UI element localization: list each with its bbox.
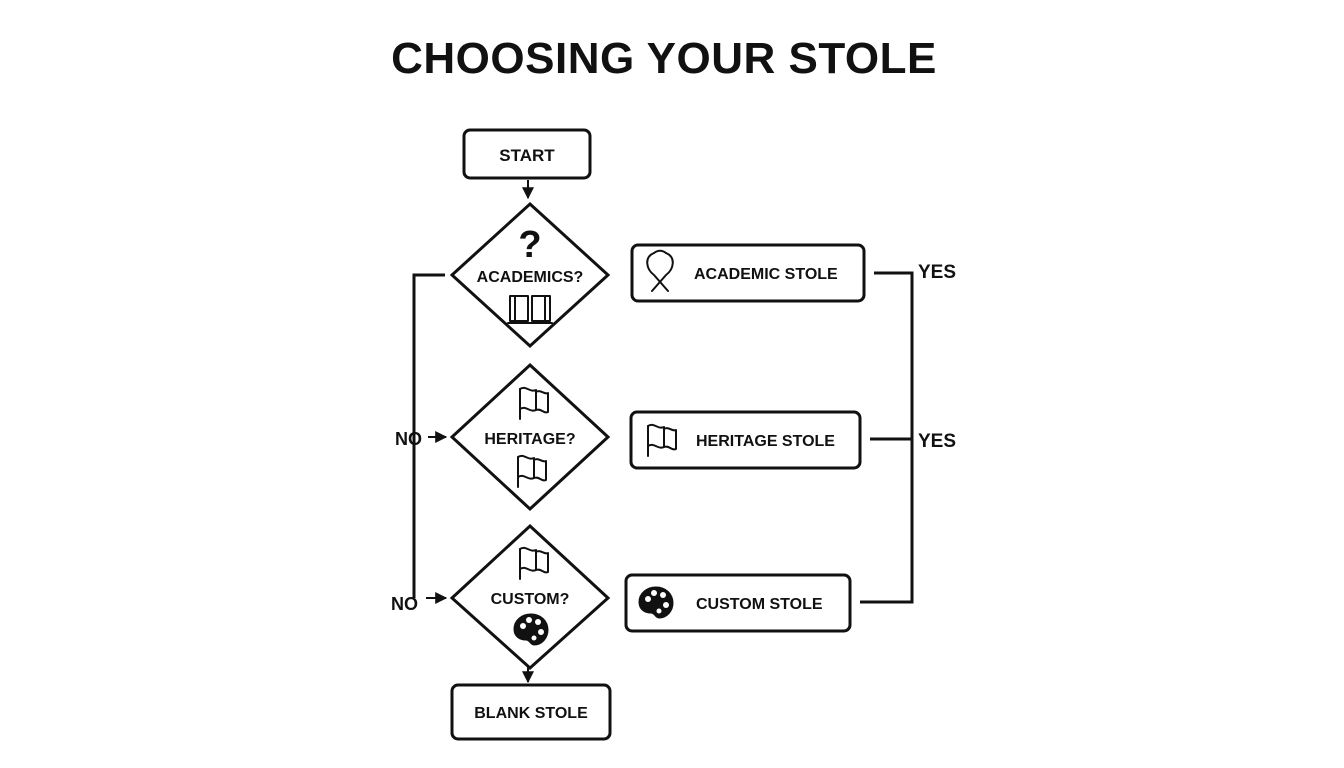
decision-custom[interactable]: CUSTOM? bbox=[449, 523, 611, 671]
yes-label-heritage: YES bbox=[918, 431, 956, 452]
outcome-heritage-stole[interactable]: HERITAGE STOLE bbox=[629, 410, 862, 470]
no-branch-line bbox=[412, 273, 445, 598]
decision-label-academics: ACADEMICS? bbox=[477, 269, 584, 286]
start-label: START bbox=[499, 146, 555, 165]
end-label: BLANK STOLE bbox=[474, 705, 588, 722]
open-book-icon bbox=[507, 295, 553, 324]
ribbon-icon bbox=[646, 249, 674, 292]
decision-heritage[interactable]: HERITAGE? bbox=[449, 362, 611, 512]
no-label-custom: NO bbox=[391, 594, 418, 614]
decision-label-heritage: HERITAGE? bbox=[484, 431, 575, 448]
no-label-heritage: NO bbox=[395, 429, 422, 449]
end-node-blank-stole[interactable]: BLANK STOLE bbox=[450, 683, 612, 741]
outcome-custom-stole[interactable]: CUSTOM STOLE bbox=[624, 573, 852, 633]
decision-label-custom: CUSTOM? bbox=[491, 591, 570, 608]
decision-academics[interactable]: ? ACADEMICS? bbox=[449, 201, 611, 349]
yes-label-academic: YES bbox=[918, 262, 956, 283]
outcome-label-custom: CUSTOM STOLE bbox=[696, 596, 823, 613]
page-title: CHOOSING YOUR STOLE bbox=[391, 34, 937, 83]
start-node[interactable]: START bbox=[462, 128, 592, 180]
outcome-label-academic: ACADEMIC STOLE bbox=[694, 266, 838, 283]
outcome-label-heritage: HERITAGE STOLE bbox=[696, 433, 835, 450]
outcome-academic-stole[interactable]: ACADEMIC STOLE bbox=[630, 243, 866, 303]
question-mark-icon: ? bbox=[518, 224, 541, 266]
